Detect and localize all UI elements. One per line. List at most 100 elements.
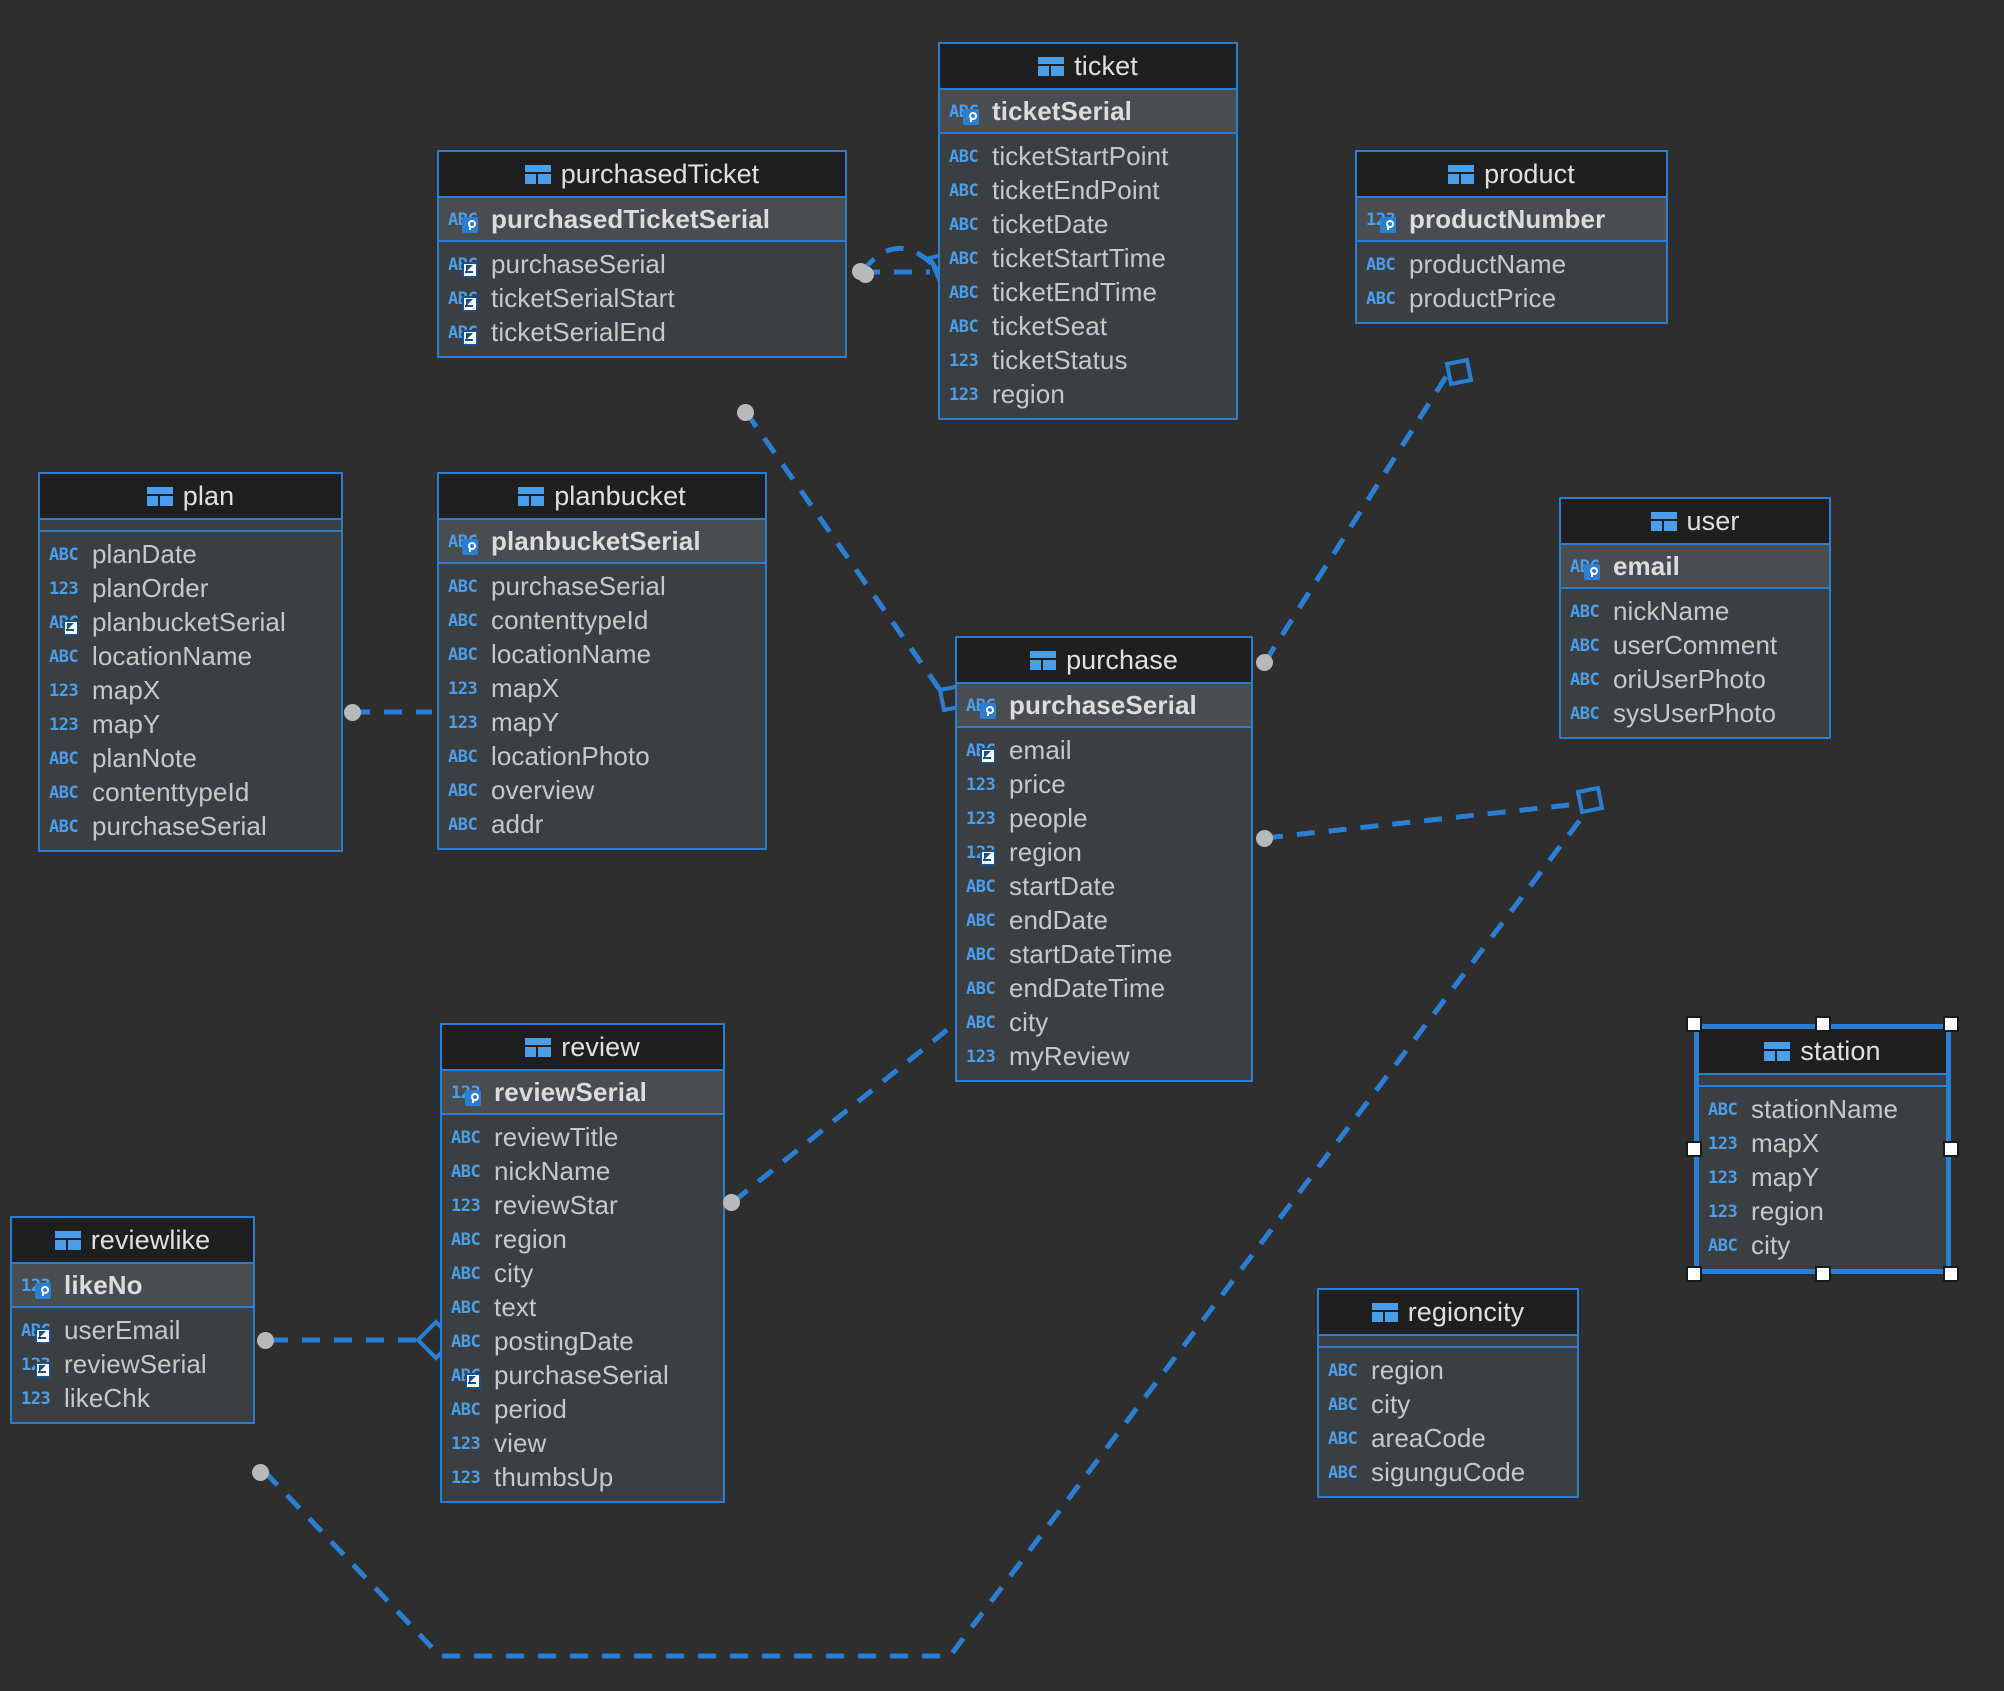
table-header-product[interactable]: product <box>1357 152 1666 198</box>
primary-key-row[interactable]: 123likeNo <box>12 1264 253 1306</box>
table-node-planbucket[interactable]: planbucketABCplanbucketSerialABCpurchase… <box>437 472 767 850</box>
table-node-ticket[interactable]: ticketABCticketSerialABCticketStartPoint… <box>938 42 1238 420</box>
table-node-purchase[interactable]: purchaseABCpurchaseSerialABCemail123pric… <box>955 636 1253 1082</box>
primary-key-row[interactable]: ABCplanbucketSerial <box>439 520 765 562</box>
primary-key-row[interactable]: ABCpurchasedTicketSerial <box>439 198 845 240</box>
table-node-plan[interactable]: planABCplanDate123planOrderABCplanbucket… <box>38 472 343 852</box>
table-header-regioncity[interactable]: regioncity <box>1319 1290 1577 1336</box>
table-header-plan[interactable]: plan <box>40 474 341 520</box>
table-node-purchasedTicket[interactable]: purchasedTicketABCpurchasedTicketSerialA… <box>437 150 847 358</box>
primary-key-row[interactable]: 123productNumber <box>1357 198 1666 240</box>
table-header-reviewlike[interactable]: reviewlike <box>12 1218 253 1264</box>
resize-handle[interactable] <box>1686 1141 1702 1157</box>
table-header-station[interactable]: station <box>1699 1029 1946 1075</box>
column-row[interactable]: ABCemail <box>957 733 1251 767</box>
table-header-user[interactable]: user <box>1561 499 1829 545</box>
table-header-review[interactable]: review <box>442 1025 723 1071</box>
column-row[interactable]: ABCticketSerialEnd <box>439 315 845 349</box>
table-header-planbucket[interactable]: planbucket <box>439 474 765 520</box>
column-row[interactable]: 123reviewSerial <box>12 1347 253 1381</box>
table-node-reviewlike[interactable]: reviewlike123likeNoABCuserEmail123review… <box>10 1216 255 1424</box>
resize-handle[interactable] <box>1943 1266 1959 1282</box>
resize-handle[interactable] <box>1686 1266 1702 1282</box>
primary-key-row[interactable]: 123reviewSerial <box>442 1071 723 1113</box>
table-header-purchase[interactable]: purchase <box>957 638 1251 684</box>
resize-handle[interactable] <box>1814 1266 1831 1282</box>
primary-key-row[interactable]: ABCemail <box>1561 545 1829 587</box>
table-header-purchasedTicket[interactable]: purchasedTicket <box>439 152 845 198</box>
table-node-user[interactable]: userABCemailABCnickNameABCuserCommentABC… <box>1559 497 1831 739</box>
resize-handle[interactable] <box>1943 1141 1959 1157</box>
primary-key-row[interactable]: ABCticketSerial <box>940 90 1236 132</box>
resize-handle[interactable] <box>1943 1016 1959 1032</box>
table-header-ticket[interactable]: ticket <box>940 44 1236 90</box>
column-row[interactable]: ABCplanbucketSerial <box>40 605 341 639</box>
resize-handle[interactable] <box>1814 1016 1831 1032</box>
table-node-review[interactable]: review123reviewSerialABCreviewTitleABCni… <box>440 1023 725 1503</box>
